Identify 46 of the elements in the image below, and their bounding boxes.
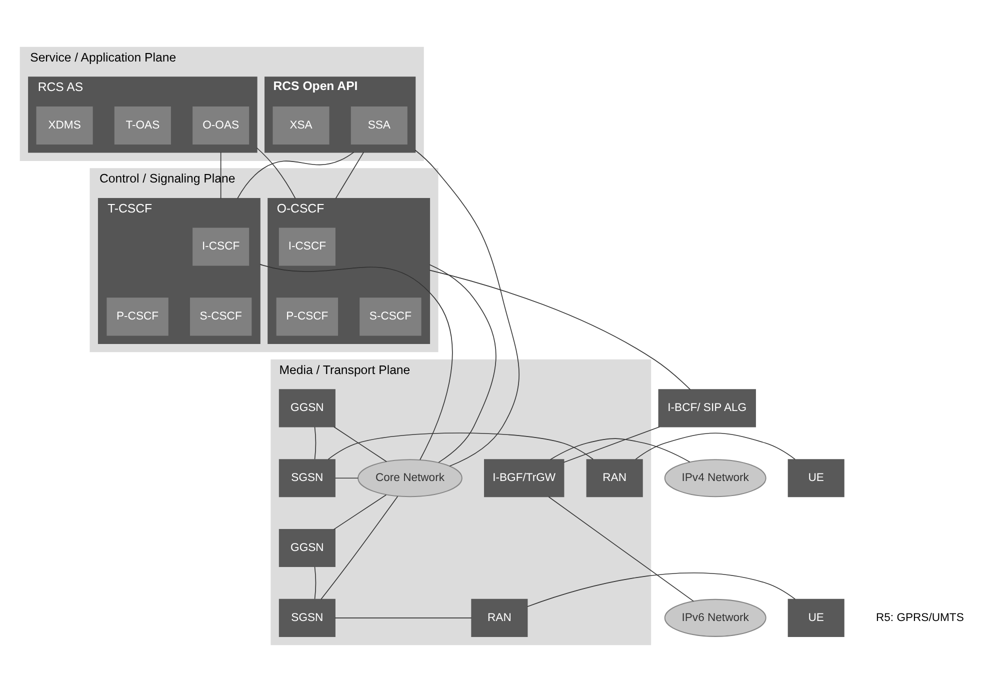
connector bbox=[429, 269, 691, 390]
connector bbox=[220, 151, 222, 198]
node-box: I-BGF/TrGW bbox=[484, 458, 564, 497]
node-box: P-CSCF bbox=[276, 297, 338, 336]
connector bbox=[335, 151, 364, 198]
connector bbox=[256, 146, 296, 198]
label: R5: GPRS/UMTS bbox=[876, 611, 964, 624]
node-ellipse: IPv6 Network bbox=[664, 598, 766, 636]
connector bbox=[333, 494, 387, 530]
node-box: I-BCF/ SIP ALG bbox=[658, 388, 756, 427]
node-box: SGSN bbox=[278, 458, 336, 497]
node-box: RAN bbox=[471, 598, 528, 636]
node-box: T-OAS bbox=[114, 106, 171, 144]
node-box: GGSN bbox=[278, 388, 336, 427]
node-ellipse: Core Network bbox=[358, 458, 462, 497]
connector bbox=[334, 426, 387, 462]
node-box: RAN bbox=[586, 458, 643, 497]
connector bbox=[635, 432, 796, 460]
node-box: S-CSCF bbox=[190, 297, 252, 336]
connector bbox=[314, 426, 316, 460]
connector bbox=[548, 496, 694, 602]
node-box: I-CSCF bbox=[278, 227, 336, 266]
node-box: SSA bbox=[350, 106, 408, 144]
connector bbox=[328, 432, 594, 460]
node-box: O-OAS bbox=[192, 106, 250, 144]
node-box: XSA bbox=[272, 106, 330, 144]
node-box: SGSN bbox=[278, 598, 336, 636]
node-box: GGSN bbox=[278, 528, 336, 567]
connector bbox=[563, 426, 660, 462]
connector bbox=[320, 495, 398, 600]
node-box: I-CSCF bbox=[192, 227, 250, 266]
connector bbox=[334, 477, 358, 478]
connector bbox=[259, 263, 453, 460]
node-box: XDMS bbox=[36, 106, 93, 144]
connector bbox=[526, 572, 796, 606]
node-box: S-CSCF bbox=[360, 297, 422, 336]
connector bbox=[429, 264, 496, 462]
node-box: UE bbox=[788, 598, 844, 636]
connector bbox=[237, 151, 354, 198]
node-ellipse: IPv4 Network bbox=[664, 458, 766, 497]
connector bbox=[314, 566, 316, 599]
connector bbox=[334, 617, 472, 618]
node-box: UE bbox=[788, 458, 844, 497]
node-box: P-CSCF bbox=[106, 297, 168, 336]
connector bbox=[550, 438, 690, 462]
connector bbox=[414, 149, 520, 466]
